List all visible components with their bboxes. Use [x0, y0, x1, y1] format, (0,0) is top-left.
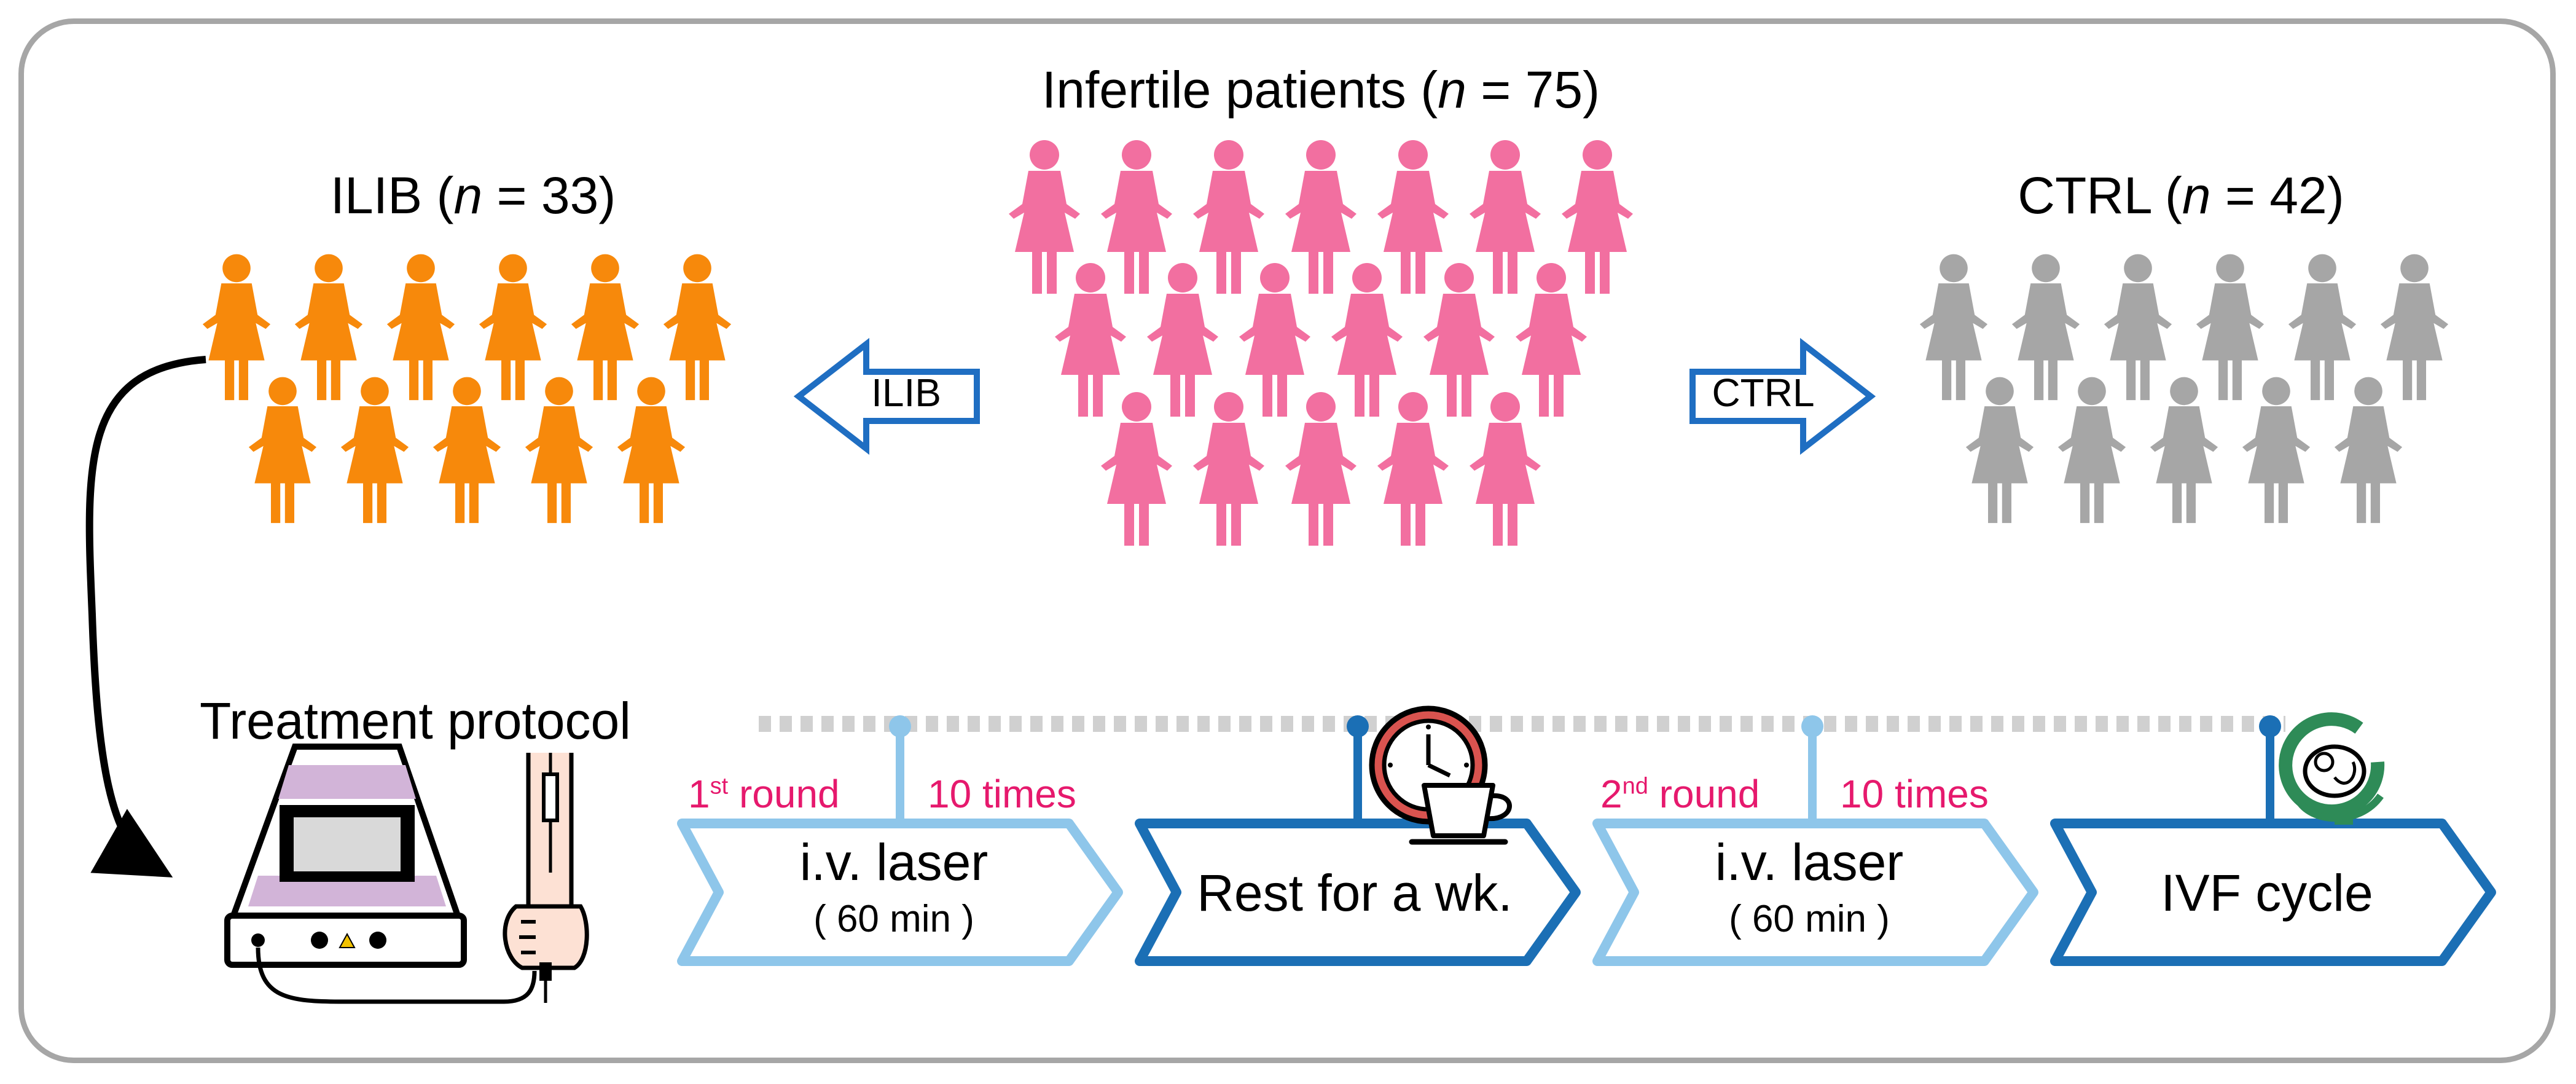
to-protocol-arrow: [85, 356, 206, 878]
person-icon: [1009, 140, 1080, 294]
step-2-main: Rest for a wk.: [1197, 864, 1513, 922]
person-icon: [2104, 254, 2172, 401]
person-icon: [1331, 263, 1403, 417]
fetus-logo-icon: [2279, 712, 2385, 825]
person-icon: [2011, 254, 2080, 401]
laser-device-icon: [224, 744, 537, 1004]
ilib-split-arrow: [793, 337, 980, 455]
ctrl-arrow-label: CTRL: [1712, 371, 1815, 415]
step-3-sub: ( 60 min ): [1729, 898, 1890, 940]
person-icon: [479, 254, 547, 401]
step-1-main: i.v. laser: [799, 833, 989, 891]
round-1-label: 1st round: [688, 772, 840, 816]
person-icon: [294, 254, 363, 401]
ilib-patient-crowd: [202, 254, 732, 524]
round-2-label: 2nd round: [1600, 772, 1760, 816]
total-patient-crowd: [1009, 140, 1633, 546]
person-icon: [1377, 140, 1449, 294]
person-icon: [2380, 254, 2449, 401]
person-icon: [202, 254, 271, 401]
step-4-chevron: [2050, 819, 2496, 966]
person-icon: [1423, 263, 1495, 417]
step-2-chevron: [1135, 819, 1581, 966]
person-icon: [1562, 140, 1633, 294]
total-group-title: Infertile patients (n = 75): [1041, 61, 1600, 119]
person-icon: [571, 254, 640, 401]
coffee-cup-icon: [1409, 783, 1512, 845]
iv-arm-icon: [503, 753, 589, 1003]
person-icon: [1055, 263, 1126, 417]
person-icon: [1965, 377, 2034, 524]
person-icon: [2057, 377, 2126, 524]
protocol-title: Treatment protocol: [200, 692, 631, 750]
ctrl-split-arrow: [1689, 337, 1876, 455]
person-icon: [340, 377, 409, 524]
step-3-chevron: [1592, 819, 2038, 966]
timeline-stems: [889, 715, 2281, 820]
person-icon: [2242, 377, 2311, 524]
person-icon: [1919, 254, 1988, 401]
person-icon: [248, 377, 317, 524]
person-icon: [1239, 263, 1310, 417]
person-icon: [663, 254, 732, 401]
person-icon: [1285, 140, 1357, 294]
person-icon: [2196, 254, 2265, 401]
round-1-times: 10 times: [928, 772, 1076, 816]
person-icon: [1193, 140, 1264, 294]
person-icon: [1470, 140, 1541, 294]
person-icon: [1101, 392, 1172, 546]
person-icon: [1101, 140, 1172, 294]
person-icon: [2288, 254, 2357, 401]
person-icon: [1470, 392, 1541, 546]
ctrl-group-title: CTRL (n = 42): [2018, 167, 2344, 224]
step-4-main: IVF cycle: [2161, 864, 2373, 922]
ilib-arrow-label: ILIB: [871, 371, 941, 415]
person-icon: [433, 377, 501, 524]
step-1-sub: ( 60 min ): [813, 898, 974, 940]
person-icon: [1516, 263, 1587, 417]
step-3-main: i.v. laser: [1715, 833, 1904, 891]
person-icon: [1377, 392, 1449, 546]
ctrl-patient-crowd: [1919, 254, 2449, 524]
person-icon: [1147, 263, 1218, 417]
person-icon: [525, 377, 593, 524]
person-icon: [2150, 377, 2218, 524]
person-icon: [1285, 392, 1357, 546]
person-icon: [386, 254, 455, 401]
step-1-chevron: [677, 819, 1123, 966]
person-icon: [1193, 392, 1264, 546]
person-icon: [617, 377, 686, 524]
ilib-group-title: ILIB (n = 33): [330, 167, 616, 224]
person-icon: [2334, 377, 2403, 524]
round-2-times: 10 times: [1840, 772, 1989, 816]
